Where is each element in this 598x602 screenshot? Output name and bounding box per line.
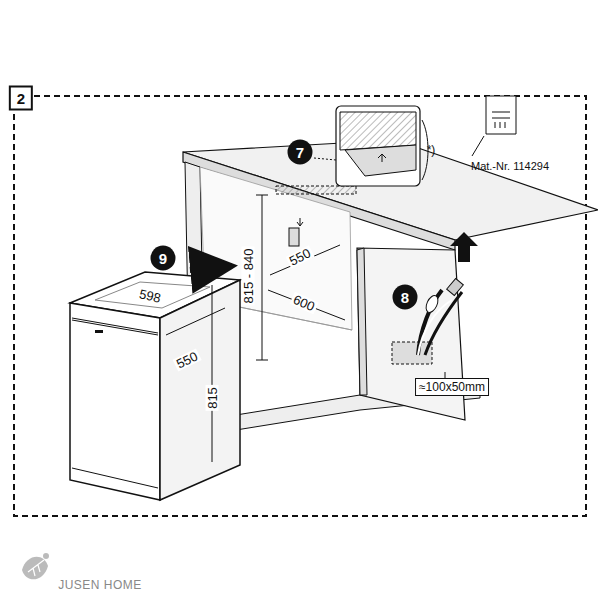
depth-line (270, 245, 340, 275)
push-arrow (190, 266, 232, 270)
appliance-height-line (212, 285, 213, 462)
callout-number: 9 (151, 246, 176, 271)
callout-number: 7 (288, 140, 313, 165)
dimension: 815 - 840 (242, 247, 255, 306)
height-line (262, 195, 263, 360)
dishwasher-side (160, 280, 240, 500)
width-line (268, 290, 345, 320)
dishwasher-front (70, 303, 160, 500)
lift-arrow (450, 232, 478, 262)
watermark: JUSEN HOME (58, 579, 142, 591)
vapour-strip (276, 186, 356, 194)
logo-mark (22, 557, 48, 580)
frame (14, 96, 586, 516)
dimension: 815 (206, 385, 219, 411)
step-number: 2 (9, 86, 33, 111)
detail-inset (336, 106, 420, 186)
dimension: ≈100x50mm (415, 378, 489, 396)
document-icon (486, 96, 516, 134)
footnote-mark: *) (427, 144, 436, 156)
callout-number: 8 (393, 285, 418, 310)
part-number: Mat.-Nr. 114294 (471, 161, 549, 172)
